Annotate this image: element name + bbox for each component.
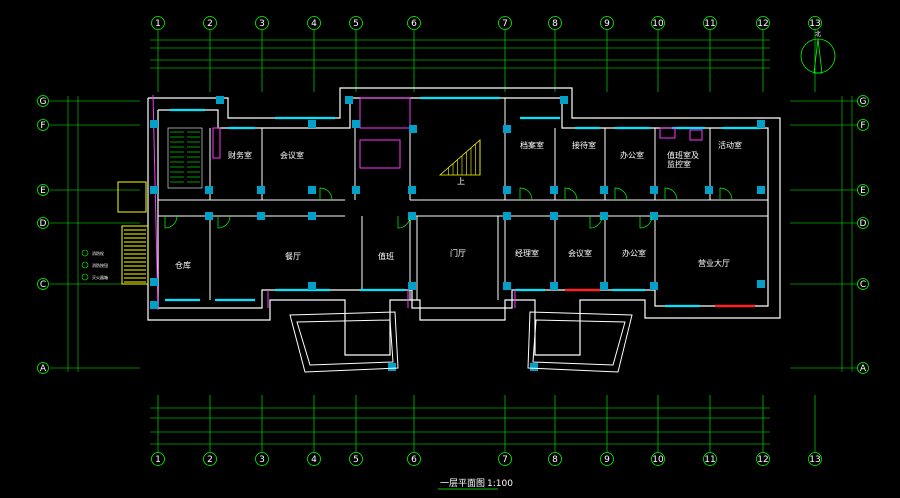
svg-text:D: D bbox=[860, 219, 867, 229]
row-axis-bubbles-right: G F E D C A bbox=[857, 95, 869, 374]
svg-text:F: F bbox=[860, 121, 865, 131]
north-arrow: 北 bbox=[800, 30, 836, 74]
svg-text:6: 6 bbox=[411, 19, 417, 29]
stair-left-treads bbox=[170, 131, 200, 183]
svg-text:11: 11 bbox=[704, 455, 715, 465]
windows bbox=[165, 96, 760, 308]
svg-text:10: 10 bbox=[652, 455, 664, 465]
exterior-stair-yellow bbox=[117, 181, 149, 285]
svg-text:7: 7 bbox=[502, 19, 508, 29]
svg-text:7: 7 bbox=[502, 455, 508, 465]
axis-grid-lines bbox=[50, 30, 858, 452]
door-swings bbox=[164, 187, 733, 229]
svg-text:9: 9 bbox=[604, 19, 610, 29]
stair-center bbox=[438, 139, 481, 176]
structural-columns bbox=[150, 96, 765, 371]
row-axis-bubbles-left: G F E D C A bbox=[37, 95, 49, 374]
room-label-office-2: 办公室 bbox=[622, 248, 646, 258]
room-label-business-hall: 营业大厅 bbox=[698, 258, 730, 268]
svg-text:3: 3 bbox=[259, 19, 265, 29]
interior-walls bbox=[158, 98, 768, 306]
svg-text:4: 4 bbox=[311, 19, 317, 29]
legend-label-b: 消防按钮 bbox=[92, 262, 108, 268]
svg-text:G: G bbox=[860, 97, 867, 107]
stair-center-treads bbox=[448, 140, 481, 175]
room-label-storage: 仓库 bbox=[175, 260, 191, 270]
north-label: 北 bbox=[815, 30, 821, 38]
svg-text:13: 13 bbox=[809, 19, 820, 29]
svg-text:9: 9 bbox=[604, 455, 610, 465]
svg-text:F: F bbox=[40, 121, 45, 131]
svg-text:E: E bbox=[860, 186, 866, 196]
svg-text:C: C bbox=[860, 280, 866, 290]
scale-text: 1:100 bbox=[487, 479, 513, 489]
room-label-meeting-right: 会议室 bbox=[568, 248, 592, 258]
stair-left bbox=[167, 127, 203, 189]
svg-text:1: 1 bbox=[155, 19, 161, 29]
svg-text:12: 12 bbox=[757, 19, 768, 29]
legend: 消防栓 消防按钮 灭火器箱 bbox=[81, 249, 108, 281]
title-text: 一层平面图 bbox=[440, 478, 485, 489]
room-label-lobby: 门厅 bbox=[450, 248, 466, 258]
svg-text:1: 1 bbox=[155, 455, 161, 465]
svg-text:2: 2 bbox=[207, 455, 213, 465]
svg-text:5: 5 bbox=[353, 455, 359, 465]
fixtures bbox=[152, 94, 703, 311]
svg-text:11: 11 bbox=[704, 19, 715, 29]
dimension-chains bbox=[67, 39, 853, 445]
svg-text:12: 12 bbox=[757, 455, 768, 465]
svg-text:4: 4 bbox=[311, 455, 317, 465]
svg-text:6: 6 bbox=[411, 455, 417, 465]
room-label-activity: 活动室 bbox=[718, 140, 742, 150]
room-label-office-1: 办公室 bbox=[620, 150, 644, 160]
svg-text:8: 8 bbox=[552, 19, 558, 29]
svg-text:A: A bbox=[860, 364, 867, 374]
red-windows bbox=[565, 288, 755, 308]
svg-text:2: 2 bbox=[207, 19, 213, 29]
legend-label-a: 消防栓 bbox=[92, 250, 104, 256]
stair-up-label: 上 bbox=[457, 177, 465, 186]
svg-text:D: D bbox=[40, 219, 47, 229]
room-label-reception: 接待室 bbox=[572, 140, 596, 150]
entrance-canopy-left bbox=[289, 311, 399, 373]
room-label-archive: 档案室 bbox=[520, 140, 544, 150]
room-label-control: 值班室及监控室 bbox=[667, 150, 699, 169]
legend-label-c: 灭火器箱 bbox=[92, 274, 108, 280]
svg-text:10: 10 bbox=[652, 19, 664, 29]
svg-text:C: C bbox=[40, 280, 46, 290]
room-label-canteen: 餐厅 bbox=[285, 252, 301, 261]
svg-text:5: 5 bbox=[353, 19, 359, 29]
svg-text:E: E bbox=[40, 186, 46, 196]
svg-text:8: 8 bbox=[552, 455, 558, 465]
room-labels: 财务室 会议室 餐厅 仓库 值班 门厅 档案室 接待室 办公室 活动室 值班室及… bbox=[175, 140, 742, 270]
room-label-meeting-left: 会议室 bbox=[280, 150, 304, 160]
room-label-finance: 财务室 bbox=[228, 150, 252, 160]
svg-text:G: G bbox=[40, 97, 47, 107]
entrance-canopy-right bbox=[527, 311, 633, 373]
svg-text:A: A bbox=[40, 364, 47, 374]
room-label-manager: 经理室 bbox=[515, 248, 539, 258]
room-label-duty: 值班 bbox=[378, 251, 394, 261]
svg-text:13: 13 bbox=[809, 455, 820, 465]
svg-text:3: 3 bbox=[259, 455, 265, 465]
